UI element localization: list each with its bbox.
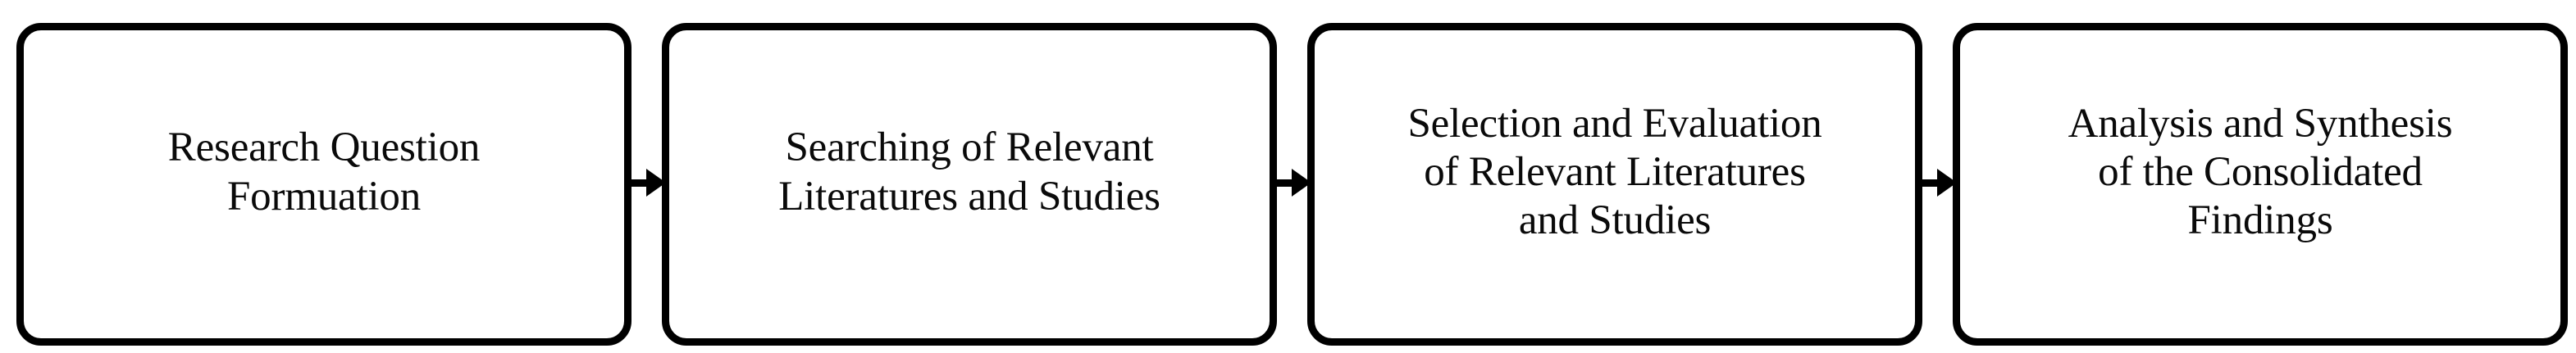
process-step-4-label: Analysis and Synthesis of the Consolidat…: [2068, 100, 2453, 244]
arrow-right-icon-shaft-1: [631, 179, 654, 187]
arrow-right-icon-head-1: [646, 168, 666, 197]
arrow-connector-1: [631, 23, 666, 346]
process-step-3-label: Selection and Evaluation of Relevant Lit…: [1407, 100, 1822, 244]
arrow-right-icon-shaft-3: [1922, 179, 1945, 187]
process-step-3[interactable]: Selection and Evaluation of Relevant Lit…: [1307, 22, 1922, 346]
left-margin-spacer: [0, 176, 16, 177]
arrow-right-icon-head-2: [1292, 168, 1311, 197]
process-step-1[interactable]: Research Question Formuation: [16, 22, 631, 346]
process-step-2[interactable]: Searching of Relevant Literatures and St…: [662, 22, 1277, 346]
arrow-right-icon-head-3: [1937, 168, 1957, 197]
process-step-2-label: Searching of Relevant Literatures and St…: [778, 124, 1160, 219]
arrow-connector-3: [1922, 23, 1957, 346]
arrow-right-icon-shaft-2: [1277, 179, 1299, 187]
process-step-1-label: Research Question Formuation: [167, 124, 481, 219]
process-step-4[interactable]: Analysis and Synthesis of the Consolidat…: [1953, 22, 2568, 346]
arrow-connector-2: [1277, 23, 1311, 346]
